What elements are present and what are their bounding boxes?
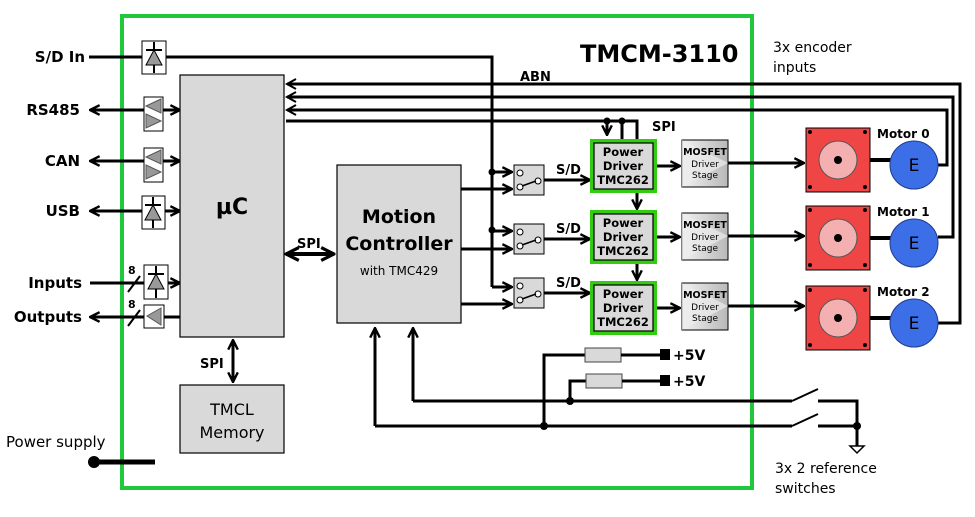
vcc-label-2: +5V [673, 374, 705, 390]
transceiver-icon [144, 149, 163, 180]
power-driver-label: Driver [603, 159, 643, 173]
power-driver-label: Driver [603, 230, 643, 244]
sd-label: S/D [556, 222, 581, 237]
optocoupler-icon [147, 266, 165, 298]
motor-label: Motor 2 [877, 285, 930, 299]
stepper-motor-icon [805, 285, 871, 351]
power-driver-label: Power [603, 287, 644, 301]
power-driver-label: TMC262 [597, 315, 649, 329]
svg-text:Stage: Stage [692, 314, 718, 324]
spi-label-uc-mem: SPI [200, 357, 224, 372]
port-label-usb: USB [46, 202, 80, 220]
sd-label: S/D [556, 163, 581, 178]
svg-text:E: E [909, 156, 920, 176]
motion-controller-label-line1: Motion [362, 206, 436, 228]
svg-text:MOSFET: MOSFET [683, 290, 727, 301]
motor-label: Motor 1 [877, 205, 930, 219]
power-driver-label: Power [603, 145, 644, 159]
svg-text:MOSFET: MOSFET [683, 220, 727, 231]
buffer-icon [146, 307, 162, 326]
power-supply-label: Power supply [6, 433, 106, 451]
port-label-rs485: RS485 [26, 101, 80, 119]
ref-switches-label-line1: 3x 2 reference [775, 461, 877, 477]
memory-label-line1: TMCL [209, 400, 254, 419]
svg-text:Stage: Stage [692, 244, 718, 254]
svg-text:Driver: Driver [691, 160, 719, 170]
vcc-terminal [660, 375, 670, 386]
power-driver-label: Driver [603, 301, 643, 315]
pullup-resistor [584, 347, 622, 363]
port-label-inputs: Inputs [28, 274, 82, 292]
vcc-label-1: +5V [673, 348, 705, 364]
port-label-can: CAN [45, 152, 80, 170]
step-dir-multiplexer [513, 223, 545, 255]
svg-text:Stage: Stage [692, 171, 718, 181]
step-dir-multiplexer [513, 164, 545, 196]
power-driver-label: TMC262 [597, 244, 649, 258]
svg-text:E: E [909, 234, 920, 254]
encoder-icon: E [889, 218, 939, 268]
abn-label: ABN [520, 70, 551, 85]
spi-label-drivers: SPI [652, 120, 676, 135]
transceiver-icon [144, 98, 163, 129]
optocoupler-icon [145, 42, 163, 73]
port-label-sd-in: S/D In [35, 48, 85, 66]
encoder-inputs-label-line2: inputs [773, 60, 816, 76]
stepper-motor-icon [805, 205, 871, 271]
power-driver-label: Power [603, 216, 644, 230]
svg-text:Driver: Driver [691, 233, 719, 243]
microcontroller-block [179, 74, 285, 338]
outputs-bus-width: 8 [128, 298, 136, 311]
spi-label-uc-mc: SPI [297, 237, 321, 252]
motion-controller-label-line2: Controller [345, 233, 453, 255]
optocoupler-icon [144, 197, 162, 228]
power-driver-label: TMC262 [597, 173, 649, 187]
encoder-icon: E [889, 298, 939, 348]
microcontroller-label: µC [216, 195, 248, 220]
ref-switches-label-line2: switches [775, 481, 836, 497]
ground-icon [848, 445, 866, 455]
motion-controller-sublabel: with TMC429 [360, 264, 438, 278]
tmcl-memory-block [179, 384, 285, 454]
motion-controller-block [336, 164, 462, 324]
pullup-resistor [585, 373, 623, 389]
board-title: TMCM-3110 [580, 40, 739, 68]
svg-text:E: E [909, 314, 920, 334]
vcc-terminal [660, 349, 670, 360]
board-outline [120, 14, 754, 490]
sd-label: S/D [556, 276, 581, 291]
motor-label: Motor 0 [877, 127, 930, 141]
inputs-bus-width: 8 [128, 264, 136, 277]
port-label-outputs: Outputs [14, 308, 82, 326]
encoder-inputs-label-line1: 3x encoder [773, 40, 852, 56]
stepper-motor-icon [805, 127, 871, 193]
svg-text:Driver: Driver [691, 303, 719, 313]
svg-text:MOSFET: MOSFET [683, 147, 727, 158]
encoder-icon: E [889, 140, 939, 190]
step-dir-multiplexer [513, 277, 545, 309]
memory-label-line2: Memory [199, 423, 264, 442]
